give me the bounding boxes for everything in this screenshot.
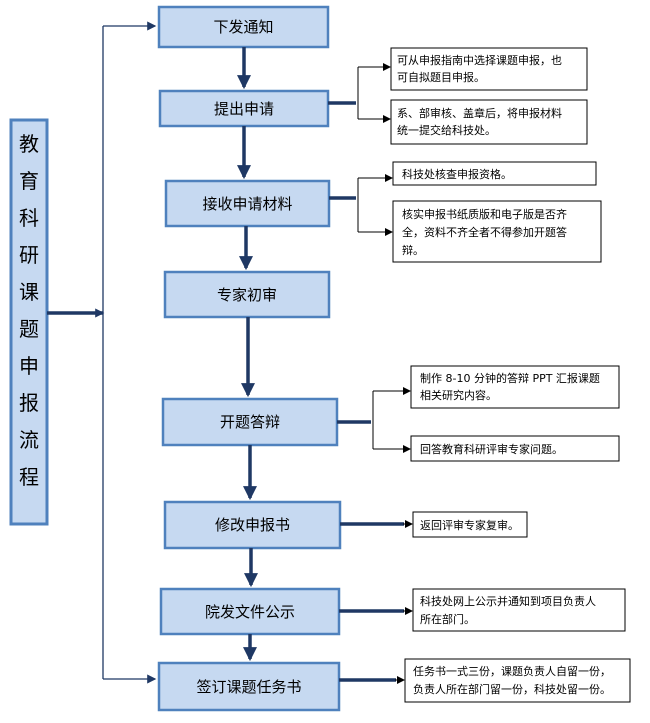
note-line: 回答教育科研评审专家问题。 [420,442,563,456]
side-title-char: 程 [19,465,39,489]
step-label: 专家初审 [217,286,277,304]
note-line: 所在部门。 [420,612,475,626]
note-line: 统一提交给科技处。 [397,123,496,137]
step-publish: 院发文件公示 [159,587,341,636]
step-label: 修改申报书 [215,516,290,534]
note-receive-verify: 核实申报书纸质版和电子版是否齐 全，资料不齐全者不得参加开题答 辩。 [392,200,602,263]
note-line: 科技处网上公示并通知到项目负责人 [420,594,596,608]
step-revise: 修改申报书 [163,500,342,550]
side-title-char: 育 [19,169,39,193]
side-title-char: 报 [19,391,39,415]
note-revise: 返回评审专家复审。 [412,511,528,538]
side-title-char: 研 [19,243,39,267]
step-contract: 签订课题任务书 [157,661,341,712]
side-title-char: 题 [19,317,39,341]
note-defense-ppt: 制作 8-10 分钟的答辩 PPT 汇报课题 相关研究内容。 [410,365,620,409]
step-notify: 下发通知 [157,5,330,49]
step-label: 提出申请 [214,100,274,118]
step-defense: 开题答辩 [161,397,339,447]
side-title-char: 申 [19,354,39,378]
step-label: 院发文件公示 [205,603,295,621]
note-line: 返回评审专家复审。 [420,518,519,532]
note-line: 全，资料不齐全者不得参加开题答 [402,225,567,239]
step-receive: 接收申请材料 [164,179,331,228]
note-line: 系、部审核、盖章后，将申报材料 [397,106,562,120]
side-title-text: 教 育 科 研 课 题 申 报 流 程 [19,132,39,489]
flow-arrows [237,47,258,662]
note-line: 可自拟题目申报。 [397,70,485,84]
side-title-box: 教 育 科 研 课 题 申 报 流 程 [9,118,49,526]
note-apply-submit: 系、部审核、盖章后，将申报材料 统一提交给科技处。 [390,99,588,145]
note-line: 可从申报指南中选择课题申报，也 [397,53,562,67]
note-apply-guide: 可从申报指南中选择课题申报，也 可自拟题目申报。 [390,47,588,91]
step-apply: 提出申请 [158,89,330,128]
note-line: 科技处核查申报资格。 [402,167,512,181]
note-publish: 科技处网上公示并通知到项目负责人 所在部门。 [412,588,626,632]
side-title-char: 科 [19,206,39,230]
side-title-char: 流 [19,428,39,452]
side-title-char: 教 [19,132,39,156]
note-line: 相关研究内容。 [420,388,497,402]
step-label: 接收申请材料 [202,195,292,213]
step-label: 下发通知 [213,18,273,36]
note-contract: 任务书一式三份，课题负责人自留一份， 负责人所在部门留一份，科技处留一份。 [404,658,631,703]
connector-apply [328,63,391,123]
note-defense-qa: 回答教育科研评审专家问题。 [410,435,620,462]
note-line: 辩。 [402,243,424,257]
connector-receive [329,174,393,236]
connector-defense [337,387,411,453]
note-line: 制作 8-10 分钟的答辩 PPT 汇报课题 [420,371,600,385]
step-label: 开题答辩 [220,413,280,431]
note-line: 核实申报书纸质版和电子版是否齐 [402,207,567,221]
note-line: 任务书一式三份，课题负责人自留一份， [413,664,611,678]
note-receive-check: 科技处核查申报资格。 [392,161,597,186]
step-label: 签订课题任务书 [196,678,301,696]
note-line: 负责人所在部门留一份，科技处留一份。 [413,682,611,696]
side-title-char: 课 [19,280,39,304]
step-review: 专家初审 [163,270,331,319]
side-connector [47,21,157,684]
